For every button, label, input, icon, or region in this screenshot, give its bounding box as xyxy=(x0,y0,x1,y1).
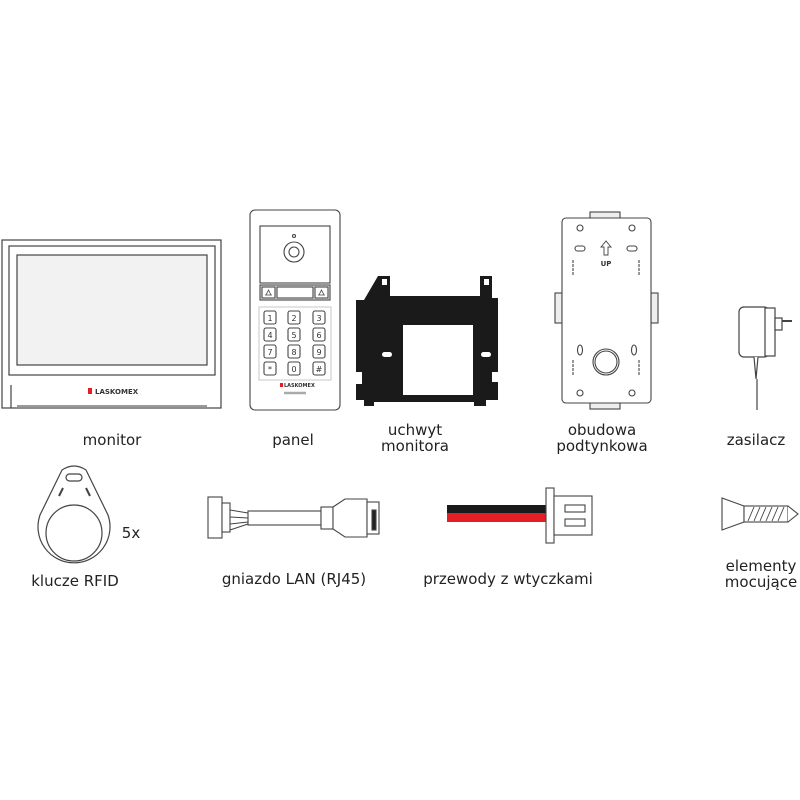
panel-logo: LASKOMEX xyxy=(284,383,315,389)
rfid-label: klucze RFID xyxy=(31,572,119,590)
wires-label: przewody z wtyczkami xyxy=(423,570,593,588)
keypad-key xyxy=(312,344,326,359)
keypad-key xyxy=(263,310,277,325)
keypad-key-label: 9 xyxy=(316,348,321,357)
keypad-key-label: 7 xyxy=(267,348,272,357)
box-label-line1: obudowa xyxy=(567,421,637,439)
bracket-label-line1: uchwyt xyxy=(387,421,443,439)
keypad-key-label: 8 xyxy=(291,348,296,357)
keypad-key xyxy=(287,344,301,359)
lan-cable-drawing xyxy=(207,496,380,539)
keypad-key-label: 3 xyxy=(316,314,321,323)
mounting-label-line1: elementy xyxy=(725,557,797,575)
keypad-key-label: 0 xyxy=(291,365,296,374)
keypad-key-label: 2 xyxy=(291,314,296,323)
keypad-key-label: * xyxy=(268,365,272,374)
keypad-key xyxy=(312,327,326,342)
box-label-line2: podtynkowa xyxy=(556,437,648,455)
keypad-key xyxy=(312,310,326,325)
mounting-label-line2: mocujące xyxy=(724,573,798,591)
panel-drawing: 1 2 3 4 5 6 7 8 9 * 0 # LASKOMEX xyxy=(249,209,341,411)
keypad-key xyxy=(287,361,301,376)
up-marking: UP xyxy=(601,260,612,268)
panel-label: panel xyxy=(272,431,314,449)
keypad-key-label: 5 xyxy=(291,331,296,340)
flush-box-drawing: UP xyxy=(554,211,659,410)
keypad-key xyxy=(263,344,277,359)
keypad-key-label: 4 xyxy=(267,331,272,340)
power-supply-label: zasilacz xyxy=(726,431,786,449)
keypad-key-label: # xyxy=(316,365,323,374)
keypad-key xyxy=(263,361,277,376)
keypad-key xyxy=(312,361,326,376)
monitor-label: monitor xyxy=(82,431,142,449)
lan-label: gniazdo LAN (RJ45) xyxy=(221,570,367,588)
wires-drawing xyxy=(447,487,593,544)
screw-drawing xyxy=(721,497,799,531)
monitor-drawing: LASKOMEX xyxy=(1,239,222,409)
monitor-logo: LASKOMEX xyxy=(95,388,139,396)
keypad-key xyxy=(263,327,277,342)
keypad-key xyxy=(287,310,301,325)
bracket-drawing xyxy=(356,276,498,406)
rfid-fob-drawing xyxy=(37,465,111,564)
power-supply-drawing xyxy=(738,306,792,410)
keypad-key xyxy=(287,327,301,342)
keypad-key-label: 1 xyxy=(267,314,272,323)
keypad: 1 2 3 4 5 6 7 8 9 * 0 # xyxy=(263,310,326,376)
keypad-key-label: 6 xyxy=(316,331,321,340)
bracket-label-line2: monitora xyxy=(381,437,449,455)
rfid-quantity: 5x xyxy=(121,524,141,542)
